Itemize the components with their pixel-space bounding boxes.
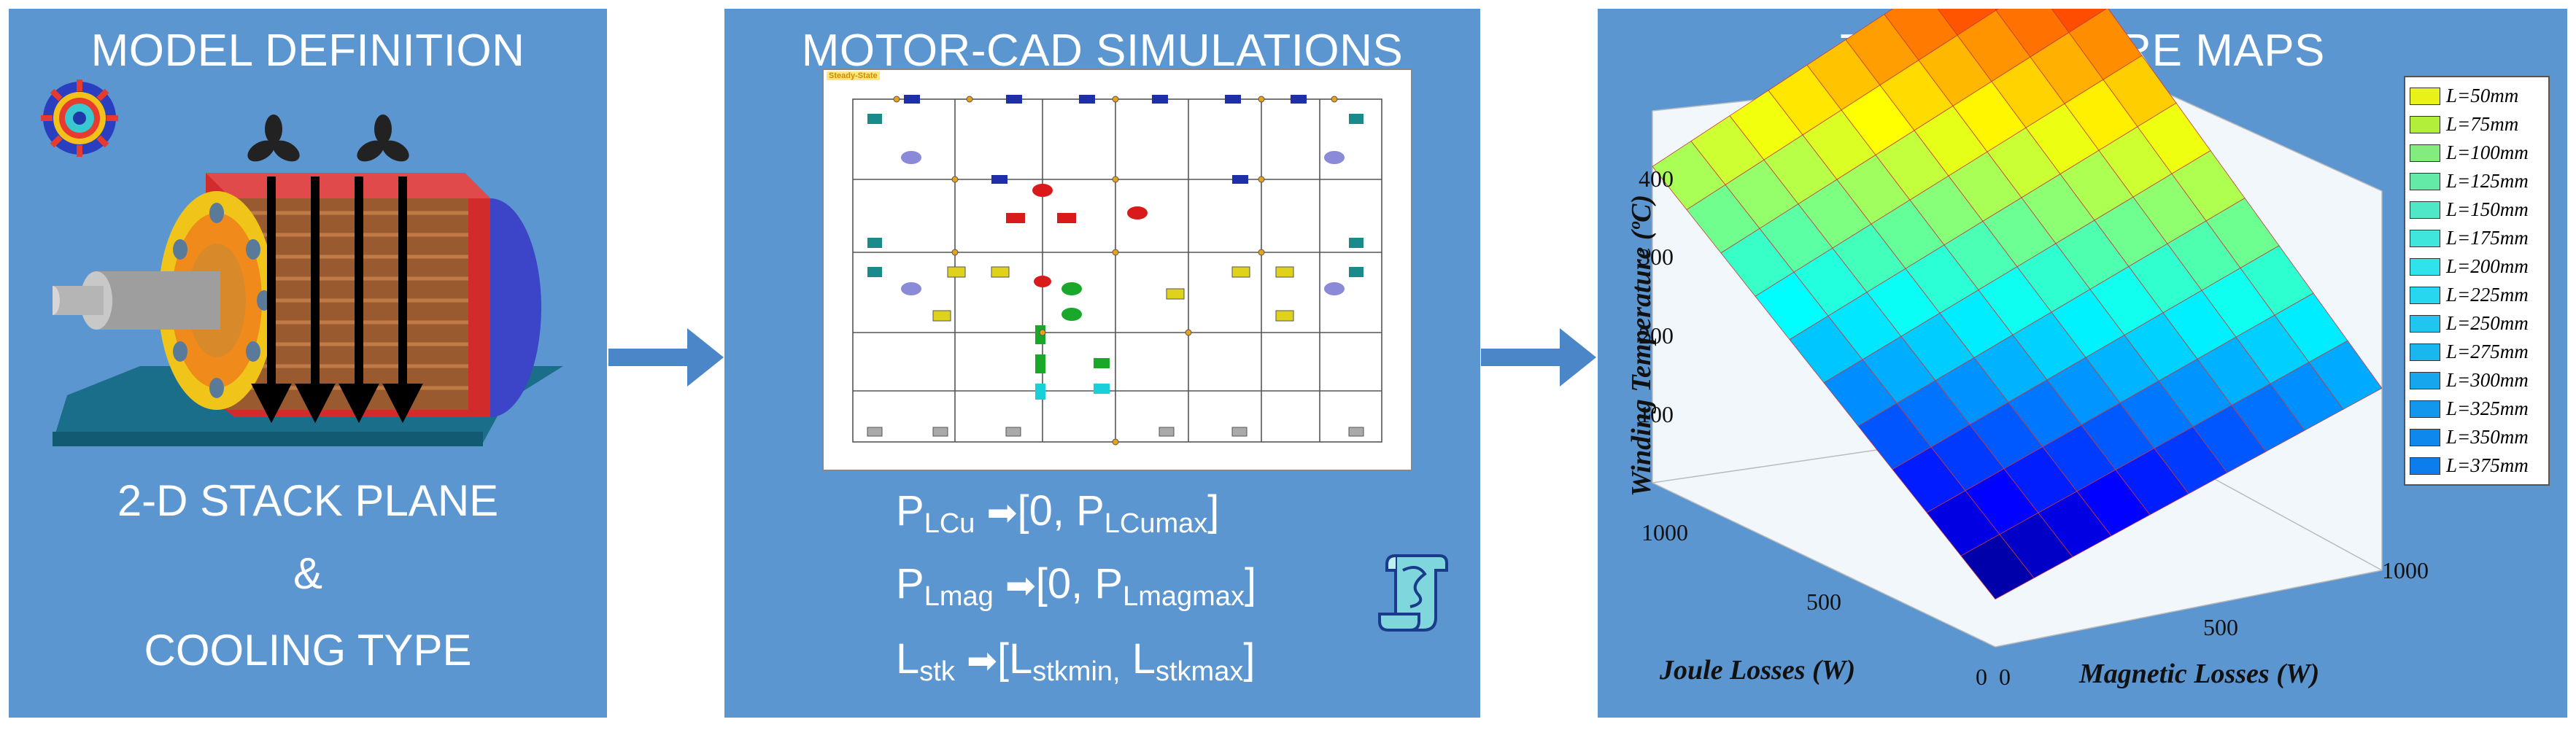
legend-swatch [2410, 144, 2440, 162]
thermal-network-diagram: Steady-State [822, 69, 1412, 471]
stack-plane-label: 2-D STACK PLANE [117, 476, 499, 525]
legend-swatch [2410, 286, 2440, 304]
joule-loss-range: PLCu ➡[0, PLCumax] [896, 487, 1220, 539]
simulations-title: MOTOR-CAD SIMULATIONS [801, 26, 1404, 76]
legend-item: L=300mm [2410, 366, 2544, 395]
legend-item: L=100mm [2410, 139, 2544, 167]
legend-label: L=375mm [2446, 454, 2529, 476]
fan-icon [247, 114, 300, 162]
legend-swatch [2410, 87, 2440, 105]
script-icon [1378, 554, 1448, 632]
legend-item: L=50mm [2410, 82, 2544, 110]
magnetic-loss-range: PLmag ➡[0, PLmagmax] [896, 560, 1257, 612]
legend-label: L=325mm [2446, 397, 2529, 419]
x-axis-label: Magnetic Losses (W) [2079, 659, 2320, 689]
model-definition-panel: MODEL DEFINITION [9, 9, 607, 718]
legend-swatch [2410, 115, 2440, 133]
legend-label: L=300mm [2446, 369, 2529, 391]
legend-label: L=225mm [2446, 284, 2529, 306]
fan-icon [357, 114, 409, 162]
z-tick-label: 200 [1639, 322, 1674, 349]
motor-cross-section-icon [41, 79, 118, 157]
z-axis-label: Winding Temperature (ºC) [1626, 195, 1657, 497]
legend-swatch [2410, 172, 2440, 190]
legend-label: L=275mm [2446, 341, 2529, 362]
axis-frame-line [1652, 482, 1996, 648]
model-definition-title: MODEL DEFINITION [90, 26, 525, 76]
arrow-right-icon [1481, 328, 1596, 387]
arrow-right-icon [608, 328, 724, 387]
y-tick-label: 500 [1806, 589, 1841, 615]
z-tick-label: 400 [1639, 166, 1674, 192]
legend-label: L=200mm [2446, 255, 2529, 277]
surface-patch [2308, 340, 2383, 410]
legend-label: L=100mm [2446, 141, 2529, 163]
network-schematic [852, 95, 1382, 446]
network-header: Steady-State [827, 71, 880, 80]
legend-swatch [2410, 314, 2440, 333]
z-tick-label: 100 [1639, 401, 1674, 427]
legend-item: L=375mm [2410, 451, 2544, 480]
x-tick-label: 1000 [2382, 557, 2429, 583]
legend-item: L=125mm [2410, 167, 2544, 195]
simulations-panel: MOTOR-CAD SIMULATIONS Steady-State [724, 9, 1480, 718]
y-axis-label: Joule Losses (W) [1660, 655, 1856, 686]
legend-item: L=200mm [2410, 252, 2544, 281]
legend-item: L=175mm [2410, 224, 2544, 252]
axis-frame-line [1995, 570, 2383, 648]
legend-label: L=150mm [2446, 198, 2529, 220]
legend-swatch [2410, 201, 2440, 219]
temperature-surface-plot [1652, 9, 2383, 648]
x-tick-label: 500 [2203, 614, 2238, 640]
y-tick-label: 1000 [1641, 519, 1688, 545]
z-tick-label: 300 [1639, 244, 1674, 270]
legend-item: L=350mm [2410, 423, 2544, 451]
legend-label: L=350mm [2446, 426, 2529, 448]
legend-item: L=75mm [2410, 110, 2544, 139]
legend-swatch [2410, 457, 2440, 475]
legend-item: L=250mm [2410, 309, 2544, 338]
cooling-type-label: COOLING TYPE [144, 626, 472, 675]
legend-label: L=125mm [2446, 170, 2529, 192]
ampersand-label: & [293, 549, 323, 598]
legend-swatch [2410, 371, 2440, 389]
legend-item: L=325mm [2410, 395, 2544, 423]
temperature-maps-panel: TEMPERATURE MAPS 400 300 200 100 Winding… [1598, 9, 2567, 718]
legend-swatch [2410, 229, 2440, 247]
legend-item: L=150mm [2410, 195, 2544, 224]
legend-label: L=175mm [2446, 227, 2529, 249]
legend-swatch [2410, 257, 2440, 276]
legend-swatch [2410, 343, 2440, 361]
motor-3d-illustration [53, 173, 563, 446]
legend-item: L=225mm [2410, 281, 2544, 309]
legend-item: L=275mm [2410, 338, 2544, 366]
legend-label: L=75mm [2446, 113, 2519, 135]
legend-swatch [2410, 428, 2440, 446]
legend-swatch [2410, 400, 2440, 418]
legend-label: L=50mm [2446, 85, 2519, 106]
stack-length-range: Lstk ➡[Lstkmin, Lstkmax] [896, 635, 1256, 687]
legend-label: L=250mm [2446, 312, 2529, 334]
y-tick-label: 0 [1976, 664, 1987, 690]
x-tick-label: 0 [1999, 664, 2011, 690]
